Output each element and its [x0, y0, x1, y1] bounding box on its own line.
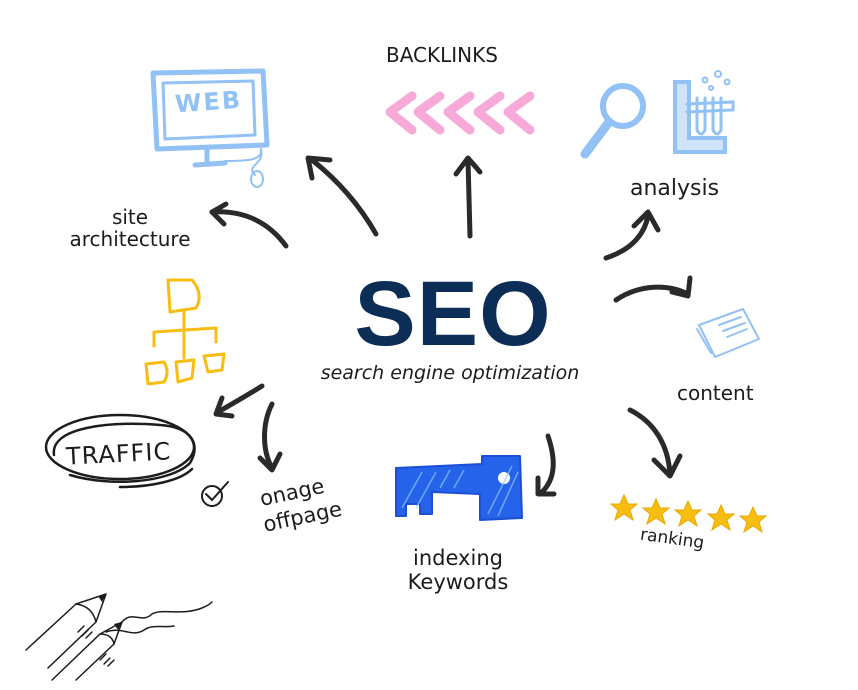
keywords-label: Keywords [407, 570, 509, 594]
indexing-label: indexing [413, 546, 503, 570]
architecture-label: architecture [69, 227, 191, 251]
site-label: site [111, 205, 149, 229]
pencils-icon [25, 593, 213, 681]
traffic-circle [44, 413, 196, 489]
arrow-traffic [215, 383, 265, 415]
sitemap-icon [144, 278, 226, 386]
indexing-keywords-label: indexing Keywords [388, 546, 528, 594]
chevrons-left-icon [385, 91, 535, 135]
magnifier-test-tubes-icon [580, 70, 735, 159]
analysis-label: analysis [630, 176, 720, 201]
arrow-web [309, 157, 379, 237]
arrow-content [613, 284, 691, 303]
arrow-onpage [262, 401, 275, 471]
site-architecture-label: site architecture [50, 206, 210, 250]
content-label: content [677, 381, 754, 405]
key-icon [395, 455, 523, 521]
arrow-analysis [603, 213, 651, 261]
arrow-backlinks [465, 157, 473, 239]
arrow-keywords [537, 433, 556, 497]
documents-icon [696, 308, 760, 358]
seo-title: SEO [354, 263, 552, 365]
check-circle-icon [201, 481, 229, 507]
arrow-ranking [627, 407, 673, 477]
backlinks-label: BACKLINKS [386, 43, 498, 67]
seo-subtitle: search engine optimization [320, 362, 580, 384]
monitor-icon [150, 68, 270, 188]
arrow-site-architecture [209, 209, 289, 249]
